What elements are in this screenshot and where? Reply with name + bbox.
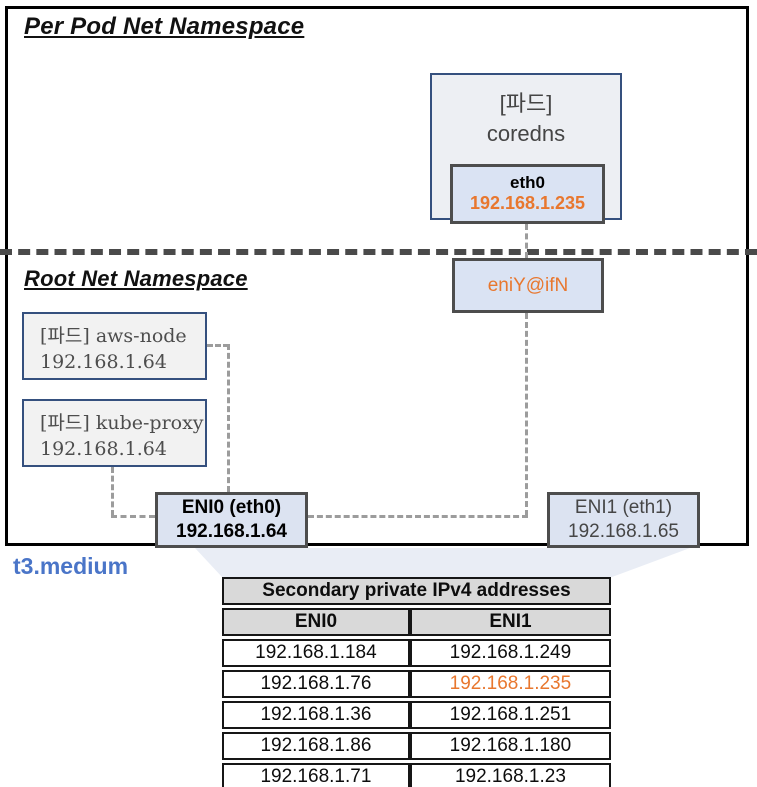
eni0-ip-label: 192.168.1.64 (176, 521, 287, 542)
connector-veth-down (525, 313, 528, 516)
ip-cell-highlighted: 192.168.1.235 (409, 670, 611, 698)
per-pod-namespace-title: Per Pod Net Namespace (24, 13, 305, 40)
interface-name-label: eth0 (510, 173, 545, 192)
table-row: 192.168.1.86 192.168.1.180 (222, 732, 611, 760)
ip-cell: 192.168.1.36 (222, 701, 410, 729)
veth-label: eniY@ifN (487, 274, 569, 296)
table-row: 192.168.1.76 192.168.1.235 (222, 670, 611, 698)
ip-cell: 192.168.1.251 (409, 701, 611, 729)
eni1-ip-label: 192.168.1.65 (568, 521, 679, 542)
ip-cell: 192.168.1.180 (409, 732, 611, 760)
table-title: Secondary private IPv4 addresses (222, 577, 611, 605)
eth0-interface-box: eth0 192.168.1.235 (450, 164, 605, 224)
aws-node-pod-box: [파드] aws-node 192.168.1.64 (22, 312, 207, 380)
kube-proxy-pod-box: [파드] kube-proxy 192.168.1.64 (22, 399, 207, 467)
ip-cell: 192.168.1.23 (409, 763, 611, 787)
eni0-label: ENI0 (eth0) (181, 497, 282, 519)
connector-awsnode-to-eni0 (227, 344, 230, 492)
namespace-divider-dashed-line (0, 249, 757, 255)
ip-cell: 192.168.1.76 (222, 670, 410, 698)
table-row: 192.168.1.36 192.168.1.251 (222, 701, 611, 729)
interface-ip-label: 192.168.1.235 (469, 193, 586, 214)
table-header-row: ENI0 ENI1 (222, 608, 611, 636)
kube-proxy-name-label: [파드] kube-proxy (40, 412, 204, 434)
connector-awsnode-out (207, 344, 229, 347)
table-title-row: Secondary private IPv4 addresses (222, 577, 611, 605)
pod-name-label: coredns (486, 120, 566, 146)
ip-cell: 192.168.1.71 (222, 763, 410, 787)
funnel-callout-shape (195, 548, 690, 577)
connector-kubeproxy-to-eni0 (111, 515, 155, 518)
eni1-label: ENI1 (eth1) (574, 497, 673, 519)
table-row: 192.168.1.184 192.168.1.249 (222, 639, 611, 667)
connector-veth-to-eni0 (308, 515, 528, 518)
aws-node-ip-label: 192.168.1.64 (40, 350, 167, 373)
eni0-box: ENI0 (eth0) 192.168.1.64 (155, 492, 308, 548)
ip-cell: 192.168.1.184 (222, 639, 410, 667)
root-namespace-title: Root Net Namespace (24, 266, 248, 291)
connector-kubeproxy-down (111, 467, 114, 516)
connector-eth0-to-veth (525, 224, 528, 258)
ip-cell: 192.168.1.249 (409, 639, 611, 667)
veth-box: eniY@ifN (452, 258, 604, 313)
pod-tag-label: [파드] (499, 91, 553, 116)
instance-type-label: t3.medium (13, 553, 129, 579)
column-header-eni0: ENI0 (222, 608, 410, 636)
ip-cell: 192.168.1.86 (222, 732, 410, 760)
node-boundary-box (5, 6, 749, 546)
kube-proxy-ip-label: 192.168.1.64 (40, 437, 167, 460)
aws-node-name-label: [파드] aws-node (40, 325, 187, 347)
secondary-ip-table: Secondary private IPv4 addresses ENI0 EN… (222, 574, 611, 787)
column-header-eni1: ENI1 (409, 608, 611, 636)
eni1-box: ENI1 (eth1) 192.168.1.65 (547, 492, 700, 548)
table-row: 192.168.1.71 192.168.1.23 (222, 763, 611, 787)
